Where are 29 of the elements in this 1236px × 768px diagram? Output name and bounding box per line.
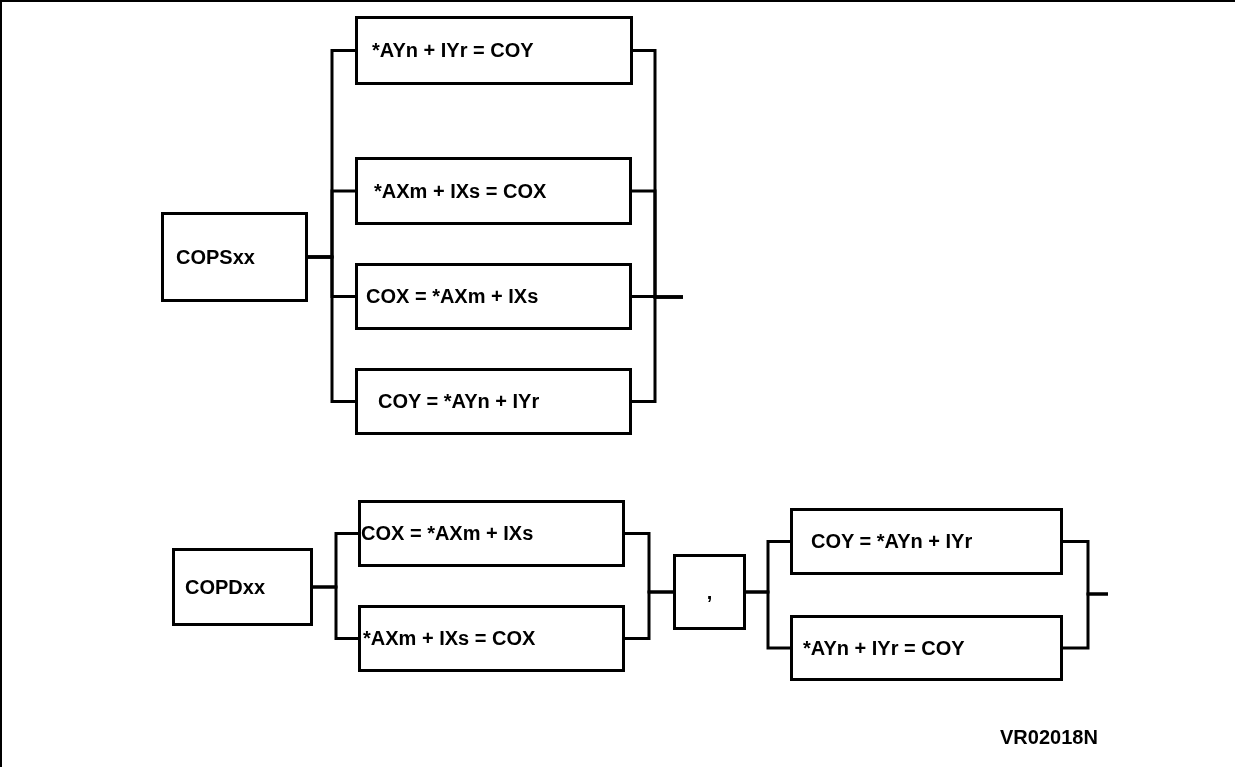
connector-line <box>313 585 358 640</box>
syntax-box <box>358 605 625 672</box>
syntax-text: COX = *AXm + IXs <box>366 285 539 308</box>
syntax-text: *AYn + IYr = COY <box>803 636 965 660</box>
syntax-box <box>355 16 633 85</box>
syntax-text: *AYn + IYr = COY <box>372 39 534 62</box>
syntax-box <box>673 554 746 630</box>
syntax-text: , <box>706 580 713 604</box>
connector-line <box>625 590 673 640</box>
syntax-text: COPSxx <box>176 245 255 269</box>
syntax-text: *AXm + IXs = COX <box>363 627 536 650</box>
syntax-box <box>355 157 632 225</box>
figure-code: VR02018N <box>1000 726 1098 749</box>
syntax-box <box>172 548 313 626</box>
syntax-box <box>161 212 308 302</box>
connector-line <box>746 590 790 650</box>
connector-line <box>1063 592 1108 650</box>
syntax-box <box>790 615 1063 681</box>
syntax-text: COY = *AYn + IYr <box>811 530 973 553</box>
syntax-text: COX = *AXm + IXs <box>361 522 534 545</box>
syntax-text: COPDxx <box>185 575 266 599</box>
syntax-box <box>790 508 1063 575</box>
connector-line <box>632 295 683 403</box>
connector-line <box>308 255 355 403</box>
syntax-text: COY = *AYn + IYr <box>378 390 540 413</box>
syntax-text: *AXm + IXs = COX <box>374 179 547 203</box>
syntax-box <box>355 263 632 330</box>
syntax-box <box>358 500 625 567</box>
syntax-box <box>355 368 632 435</box>
